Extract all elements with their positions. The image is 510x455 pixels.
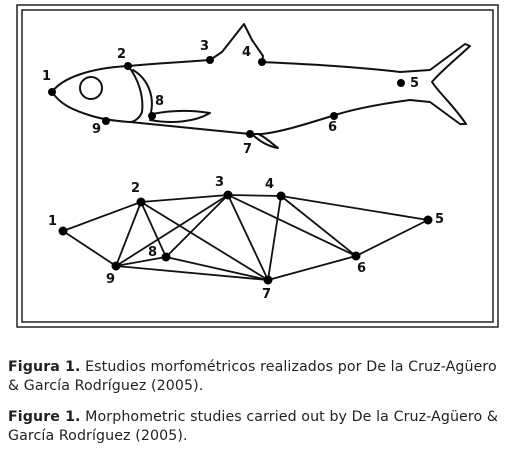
fish-label-3: 3 (200, 39, 209, 54)
pelvic-fin (251, 133, 279, 149)
truss-edge-2-9 (115, 201, 142, 267)
truss-label-1: 1 (48, 214, 57, 229)
truss-edge-2-3 (140, 194, 229, 203)
caption-spanish-label: Figura 1. (8, 359, 81, 375)
truss-edge-2-7 (140, 201, 269, 281)
truss-node-8 (161, 252, 171, 262)
fish-label-2: 2 (117, 47, 126, 62)
truss-label-8: 8 (148, 245, 157, 260)
truss-edge-7-9 (115, 265, 269, 281)
fish-label-4: 4 (242, 45, 251, 60)
truss-edge-8-9 (115, 256, 167, 267)
truss-label-6: 6 (357, 261, 366, 276)
truss-edge-6-3 (227, 194, 357, 257)
truss-edge-3-9 (115, 194, 229, 267)
truss-node-7 (263, 275, 273, 285)
truss-edge-1-2 (62, 201, 142, 232)
truss-edge-4-6 (280, 195, 357, 257)
truss-edge-3-8 (165, 194, 229, 258)
fish-body (51, 23, 471, 135)
fish-label-5: 5 (410, 76, 419, 91)
truss-label-9: 9 (106, 272, 115, 287)
truss-edge-7-8 (165, 256, 269, 281)
fish-landmark-dot-7 (246, 130, 254, 138)
fish-landmark-dot-2 (124, 62, 132, 70)
fish-landmark-dot-9 (102, 117, 110, 125)
fish-landmark-dot-4 (258, 58, 266, 66)
inner-frame (21, 9, 494, 323)
gill-line-2 (132, 69, 153, 117)
truss-node-6 (351, 251, 361, 261)
truss-label-2: 2 (131, 181, 140, 196)
pectoral-fin (149, 109, 211, 123)
fish-landmark-dot-3 (206, 56, 214, 64)
caption-spanish: Figura 1. Estudios morfométricos realiza… (8, 358, 504, 396)
fish-label-9: 9 (92, 122, 101, 137)
fish-landmarks (48, 56, 405, 138)
truss-node-4 (276, 191, 286, 201)
outer-frame (16, 4, 499, 328)
caption-english-label: Figure 1. (8, 409, 81, 425)
caption-spanish-text: Estudios morfométricos realizados por De… (8, 359, 497, 394)
truss-node-3 (223, 190, 233, 200)
truss-node-5 (423, 215, 433, 225)
fish-label-7: 7 (243, 142, 252, 157)
gill-line-1 (127, 65, 144, 123)
truss-node-1 (58, 226, 68, 236)
truss-label-7: 7 (262, 287, 271, 302)
caption-english: Figure 1. Morphometric studies carried o… (8, 408, 504, 446)
truss-node-9 (111, 261, 121, 271)
truss-edge-4-7 (267, 195, 282, 281)
truss-edge-3-7 (227, 194, 269, 281)
fish-landmark-dot-1 (48, 88, 56, 96)
truss-label-3: 3 (215, 175, 224, 190)
fish-landmark-dot-8 (148, 112, 156, 120)
truss-network-edges (62, 194, 429, 281)
fish-landmark-dot-5 (397, 79, 405, 87)
truss-edge-6-7 (267, 255, 357, 281)
truss-landmark-labels: 1 2 3 4 5 6 7 8 9 (48, 175, 444, 302)
fish-outline (51, 23, 471, 149)
truss-edge-2-8 (140, 201, 167, 258)
fish-landmark-dot-6 (330, 112, 338, 120)
truss-edge-3-4 (227, 194, 282, 197)
truss-edge-5-6 (355, 219, 429, 257)
truss-edge-4-5 (280, 195, 429, 221)
fish-label-1: 1 (42, 69, 51, 84)
fish-landmark-labels: 1 2 3 4 5 6 7 8 9 (42, 39, 419, 157)
fish-eye (79, 76, 103, 100)
truss-network-nodes (58, 190, 433, 285)
truss-edge-1-9 (62, 230, 117, 267)
truss-label-5: 5 (435, 212, 444, 227)
caption-english-text: Morphometric studies carried out by De l… (8, 409, 499, 444)
fish-label-6: 6 (328, 120, 337, 135)
fish-label-8: 8 (155, 94, 164, 109)
truss-node-2 (136, 197, 146, 207)
truss-label-4: 4 (265, 177, 274, 192)
